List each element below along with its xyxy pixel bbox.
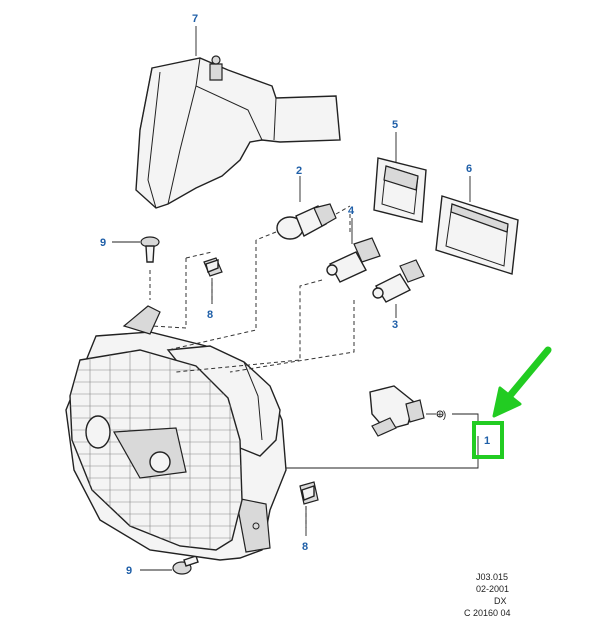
part-5-small-seal	[373, 157, 427, 223]
drawing-reference-stamp: J03.015 02-2001 DX C 20160 04	[464, 571, 596, 619]
callout-4: 4	[348, 205, 355, 217]
stamp-line-1: J03.015	[476, 572, 509, 582]
callout-9-upper: 9	[100, 237, 106, 249]
callout-1: 1	[484, 435, 490, 447]
stamp-line-4: C 20160 04	[464, 608, 511, 618]
callout-8-upper: 8	[207, 309, 213, 321]
callout-8-lower: 8	[302, 541, 308, 553]
stamp-line-2: 02-2001	[476, 584, 510, 594]
callout-7: 7	[192, 13, 198, 25]
part-7-bracket	[135, 55, 341, 209]
callout-3: 3	[392, 319, 398, 331]
highlight-item-1: 1	[472, 346, 552, 459]
highlight-box	[472, 421, 504, 459]
part-3-bulb-holder	[372, 259, 425, 303]
part-1-headlamp-unit	[65, 305, 287, 561]
part-9-screw-upper	[140, 236, 160, 263]
green-arrow-icon	[492, 346, 552, 418]
callout-9-lower: 9	[126, 565, 132, 577]
callout-labels: 7 5 2 6 4 9 8 3 8 9 +)	[100, 13, 472, 577]
callout-2: 2	[296, 165, 302, 177]
callout-5: 5	[392, 119, 398, 131]
part-1-levelling-actuator	[369, 385, 444, 437]
part-2-bulb	[276, 203, 351, 240]
callout-6: 6	[466, 163, 472, 175]
part-8-clip-lower	[299, 481, 319, 505]
part-4-bulb-holder	[326, 237, 381, 283]
plus-marker: +)	[437, 410, 446, 421]
leader-lines	[112, 26, 479, 571]
part-8-clip-upper	[203, 257, 223, 277]
part-9-screw-lower	[172, 555, 199, 575]
part-6-large-seal	[435, 195, 519, 275]
stamp-line-3: DX	[494, 596, 507, 606]
